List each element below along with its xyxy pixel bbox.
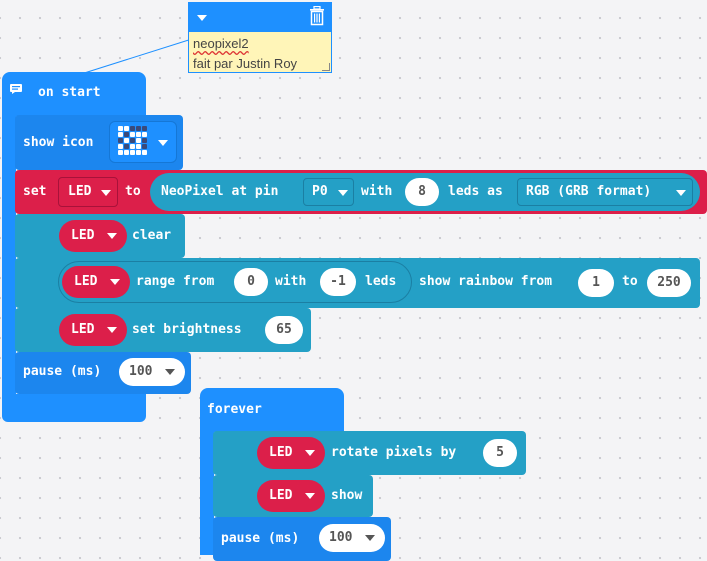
chevron-down-icon	[107, 233, 117, 239]
pause-block[interactable]: pause (ms) 100	[15, 352, 191, 394]
chevron-down-icon	[107, 327, 117, 333]
led-variable-pill[interactable]: LED	[257, 480, 325, 512]
led-variable-pill[interactable]: LED	[59, 220, 127, 252]
with-label: with	[275, 274, 307, 289]
variable-name: LED	[74, 274, 98, 289]
pause-value: 100	[329, 530, 353, 545]
chevron-down-icon	[305, 493, 315, 499]
brightness-input[interactable]: 65	[265, 316, 303, 344]
forever-spine	[200, 426, 214, 555]
pause-input[interactable]: 100	[319, 524, 385, 552]
led-variable-pill[interactable]: LED	[59, 314, 127, 346]
led-range-reporter[interactable]: LED range from 0 with -1 leds	[58, 261, 412, 303]
caret-down-icon[interactable]	[197, 15, 207, 21]
chevron-down-icon[interactable]	[158, 140, 168, 146]
pause-label: pause (ms)	[221, 531, 300, 546]
chevron-down-icon	[365, 535, 375, 541]
set-label: set	[23, 184, 47, 199]
hue-end-input[interactable]: 250	[647, 269, 691, 297]
variable-name: LED	[71, 322, 95, 337]
rotate-pixels-label: rotate pixels by	[331, 445, 457, 460]
comment-text-line-2[interactable]: fait par Justin Roy	[193, 56, 298, 71]
chevron-down-icon	[101, 190, 111, 196]
chevron-down-icon	[165, 369, 175, 375]
variable-name: LED	[269, 445, 293, 460]
hue-start-input[interactable]: 1	[578, 269, 614, 297]
chevron-down-icon	[676, 190, 686, 196]
rotate-pixels-block[interactable]: LED rotate pixels by 5	[213, 431, 526, 475]
led-show-block[interactable]: LED show	[213, 475, 373, 517]
neopixel-create-block[interactable]: NeoPixel at pin P0 with 8 leds as RGB (G…	[150, 173, 700, 211]
show-icon-label: show icon	[23, 135, 94, 150]
show-icon-block[interactable]: show icon	[15, 115, 183, 170]
leds-as-label: leds as	[448, 184, 503, 199]
with-label: with	[361, 184, 393, 199]
range-count-input[interactable]: -1	[320, 268, 356, 296]
format-value: RGB (GRB format)	[526, 184, 652, 199]
to-label: to	[125, 184, 141, 199]
led-icon-preview[interactable]	[118, 126, 150, 158]
show-label: show	[331, 488, 363, 503]
pause-label: pause (ms)	[23, 364, 102, 379]
leds-count-input[interactable]: 8	[405, 178, 439, 206]
forever-label: forever	[207, 402, 262, 417]
resize-handle-icon[interactable]	[322, 63, 330, 71]
trash-icon[interactable]	[309, 5, 325, 30]
led-clear-block[interactable]: LED clear	[15, 214, 185, 258]
workspace-comment[interactable]: neopixel2 fait par Justin Roy	[188, 2, 332, 73]
set-brightness-label: set brightness	[132, 322, 242, 337]
format-dropdown[interactable]: RGB (GRB format)	[517, 178, 693, 206]
to-label: to	[622, 274, 638, 289]
variable-name: LED	[71, 228, 95, 243]
pause-block[interactable]: pause (ms) 100	[213, 517, 391, 561]
comment-icon[interactable]	[10, 83, 22, 99]
pause-input[interactable]: 100	[119, 358, 185, 386]
variable-name: LED	[269, 488, 293, 503]
on-start-footer	[2, 394, 146, 422]
clear-label: clear	[132, 228, 172, 243]
set-brightness-block[interactable]: LED set brightness 65	[15, 308, 311, 352]
on-start-block[interactable]: on start	[2, 72, 146, 116]
pin-value: P0	[312, 184, 328, 199]
range-start-input[interactable]: 0	[234, 268, 268, 296]
variable-name: LED	[68, 184, 92, 199]
chevron-down-icon	[338, 190, 348, 196]
on-start-label: on start	[38, 85, 101, 100]
pin-dropdown[interactable]: P0	[303, 178, 354, 206]
comment-text-line-1[interactable]: neopixel2	[193, 36, 249, 51]
led-variable-pill[interactable]: LED	[257, 437, 325, 469]
forever-block[interactable]: forever	[200, 388, 344, 432]
pause-value: 100	[129, 364, 153, 379]
chevron-down-icon	[110, 279, 120, 285]
led-variable-pill[interactable]: LED	[62, 266, 130, 298]
variable-dropdown[interactable]: LED	[58, 177, 118, 207]
leds-label: leds	[365, 274, 397, 289]
comment-header[interactable]	[189, 3, 331, 32]
chevron-down-icon	[305, 450, 315, 456]
on-start-spine	[2, 110, 16, 400]
rotate-amount-input[interactable]: 5	[483, 439, 517, 467]
neopixel-at-pin-label: NeoPixel at pin	[161, 184, 279, 199]
show-rainbow-label: show rainbow from	[419, 274, 553, 289]
range-from-label: range from	[136, 274, 215, 289]
